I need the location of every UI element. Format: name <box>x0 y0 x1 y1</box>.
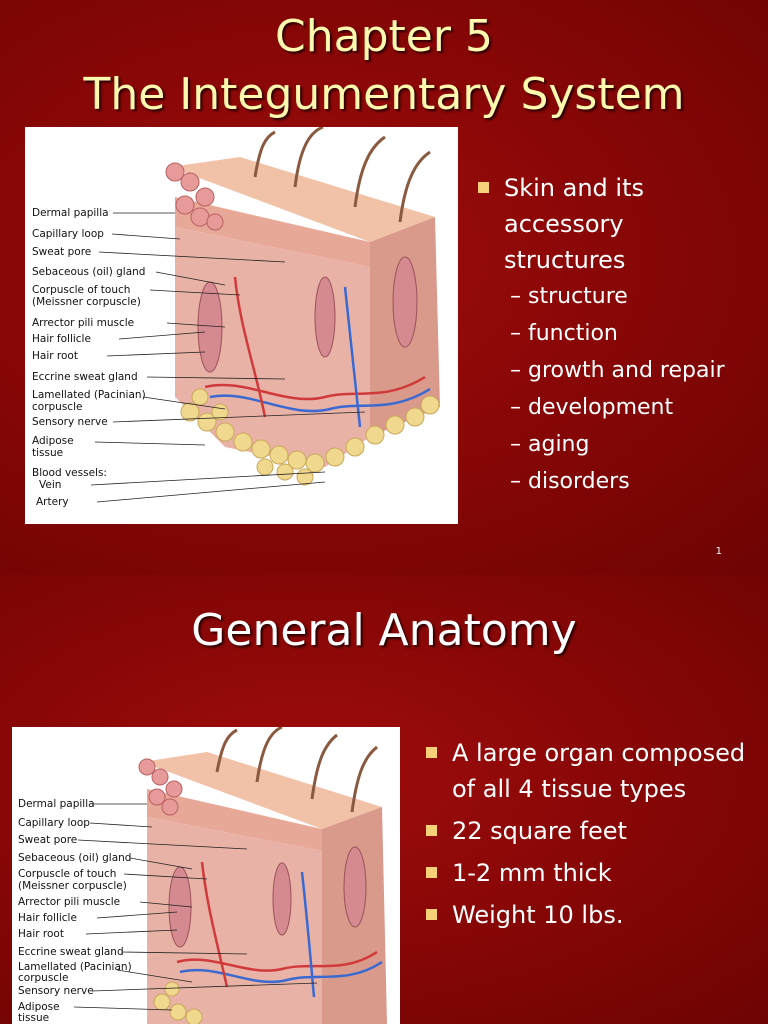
label-corpuscle: corpuscle <box>32 401 83 413</box>
label-tissue: tissue <box>18 1012 50 1024</box>
slide-2: General Anatomy <box>0 575 768 1024</box>
skin-cross-section-illustration <box>73 727 387 1024</box>
bullet-square-icon <box>426 825 437 836</box>
label-sensory-nerve: Sensory nerve <box>32 416 108 428</box>
label-tissue: tissue <box>32 447 64 459</box>
bullet-text: 1-2 mm thick <box>452 859 612 887</box>
label-hair-follicle: Hair follicle <box>18 912 77 924</box>
label-corpuscle-of-touch: Corpuscle of touch <box>32 284 131 296</box>
sub-bullet-item: – disorders <box>510 469 630 494</box>
bullet-text: Skin and its accessory structures <box>504 174 645 274</box>
label-hair-follicle: Hair follicle <box>32 333 91 345</box>
label-dermal-papilla: Dermal papilla <box>18 798 95 810</box>
label-corpuscle-of-touch: Corpuscle of touch <box>18 868 117 880</box>
sub-bullet-item: – development <box>510 395 674 420</box>
bullet-list: Skin and its accessory structures – stru… <box>476 170 746 500</box>
bullet-item: 22 square feet <box>424 813 754 849</box>
label-sweat-pore: Sweat pore <box>32 246 92 258</box>
label-eccrine-sweat-gland: Eccrine sweat gland <box>32 371 138 383</box>
sub-bullet-item: – structure <box>510 284 628 309</box>
skin-diagram: Dermal papilla Capillary loop Sweat pore… <box>25 127 458 524</box>
slide-title-line-2: The Integumentary System <box>83 69 685 120</box>
label-sensory-nerve: Sensory nerve <box>18 985 94 997</box>
skin-diagram: Dermal papilla Capillary loop Sweat pore… <box>12 727 400 1024</box>
label-lamellated-corpuscle: Lamellated (Pacinian) <box>18 961 132 973</box>
label-artery: Artery <box>36 496 69 508</box>
label-sebaceous-gland: Sebaceous (oil) gland <box>18 852 132 864</box>
slide-1: Chapter 5 The Integumentary System <box>0 0 768 575</box>
bullet-text: 22 square feet <box>452 817 627 845</box>
label-hair-root: Hair root <box>18 928 64 940</box>
slide-title-line-1: Chapter 5 <box>275 11 493 62</box>
bullet-square-icon <box>426 747 437 758</box>
label-sweat-pore: Sweat pore <box>18 834 78 846</box>
bullet-square-icon <box>426 867 437 878</box>
label-blood-vessels: Blood vessels: <box>32 467 107 479</box>
label-hair-root: Hair root <box>32 350 78 362</box>
label-corpuscle: corpuscle <box>18 972 69 984</box>
sub-bullet-item: – aging <box>510 432 590 457</box>
label-vein: Vein <box>39 479 62 491</box>
bullet-square-icon <box>478 182 489 193</box>
bullet-item: Skin and its accessory structures <box>476 170 746 278</box>
label-capillary-loop: Capillary loop <box>18 817 90 829</box>
label-eccrine-sweat-gland: Eccrine sweat gland <box>18 946 124 958</box>
label-adipose: Adipose <box>32 435 74 447</box>
skin-cross-section-illustration <box>90 127 440 503</box>
bullet-item: 1-2 mm thick <box>424 855 754 891</box>
sub-bullet-item: – growth and repair <box>510 358 725 383</box>
label-adipose: Adipose <box>18 1001 60 1013</box>
page-number: 1 <box>715 546 722 557</box>
label-lamellated-corpuscle: Lamellated (Pacinian) <box>32 389 146 401</box>
label-arrector-pili-muscle: Arrector pili muscle <box>18 896 121 908</box>
bullet-square-icon <box>426 909 437 920</box>
slide-title: General Anatomy <box>191 605 577 656</box>
label-sebaceous-gland: Sebaceous (oil) gland <box>32 266 146 278</box>
bullet-list: A large organ composed of all 4 tissue t… <box>424 735 754 933</box>
sub-bullet-item: – function <box>510 321 618 346</box>
bullet-text: A large organ composed of all 4 tissue t… <box>452 739 746 803</box>
bullet-item: Weight 10 lbs. <box>424 897 754 933</box>
label-capillary-loop: Capillary loop <box>32 228 104 240</box>
bullet-text: Weight 10 lbs. <box>452 901 624 929</box>
label-meissner-corpuscle: (Meissner corpuscle) <box>32 296 141 308</box>
bullet-item: A large organ composed of all 4 tissue t… <box>424 735 754 807</box>
label-arrector-pili-muscle: Arrector pili muscle <box>32 317 135 329</box>
label-meissner-corpuscle: (Meissner corpuscle) <box>18 880 127 892</box>
label-dermal-papilla: Dermal papilla <box>32 207 109 219</box>
